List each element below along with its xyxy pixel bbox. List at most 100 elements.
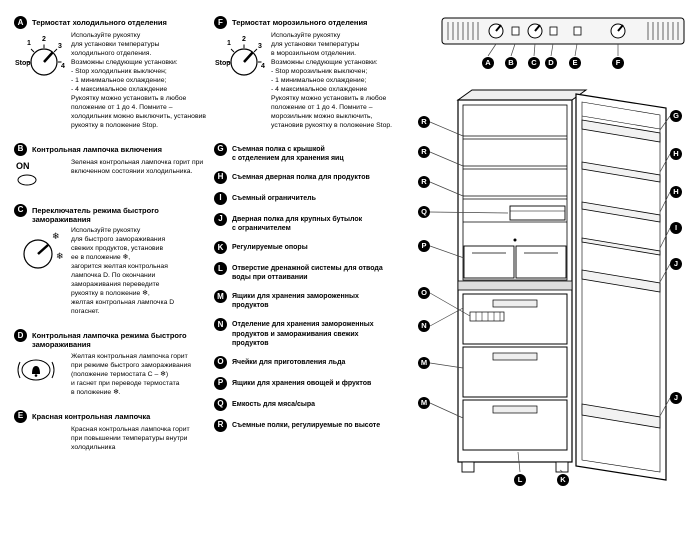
section-body-c: Используйте рукоятку для быстрого замора… (71, 227, 175, 316)
on-label: ON (16, 160, 30, 171)
middle-column: F Термостат морозильного отделения Stop … (214, 16, 406, 440)
part-item-q: Q Емкость для мяса/сыра (214, 397, 406, 411)
dial-1-label: 1 (227, 40, 231, 47)
panel-marker-f: F (612, 57, 624, 69)
section-badge-f: F (214, 16, 227, 29)
fridge-thermostat-dial-icon: Stop 1 2 3 4 (14, 32, 66, 131)
power-lamp-icon: ON (14, 159, 66, 192)
callout-marker-o: O (418, 287, 430, 299)
dial-stop-label: Stop (15, 60, 31, 67)
alarm-bell-icon (14, 353, 66, 398)
item-badge-l: L (214, 262, 227, 276)
section-fridge-thermostat: A Термостат холодильного отделения Stop … (14, 16, 206, 131)
panel-marker-d: D (545, 57, 557, 69)
callout-marker-l: L (514, 474, 526, 486)
dial-4-label: 4 (261, 63, 265, 70)
section-title-c: Переключатель режима быстрого заморажива… (32, 205, 159, 225)
item-text-m: Ящики для хранения замороженных продукто… (232, 293, 359, 310)
item-text-g: Съемная полка с крышкой с отделением для… (232, 145, 344, 162)
callout-marker-q: Q (418, 206, 430, 218)
item-text-k: Регулируемые опоры (232, 244, 308, 252)
section-body-d: Желтая контрольная лампочка горит при ре… (71, 352, 191, 396)
callout-marker-h1: H (670, 148, 682, 160)
dial-1-label: 1 (27, 40, 31, 47)
part-item-g: G Съемная полка с крышкой с отделением д… (214, 142, 406, 163)
part-item-p: P Ящики для хранения овощей и фруктов (214, 376, 406, 390)
section-badge-b: B (14, 142, 27, 156)
callout-marker-r2: R (418, 146, 430, 158)
dial-3-label: 3 (58, 43, 62, 50)
panel-marker-c: C (528, 57, 540, 69)
callout-marker-m2: M (418, 397, 430, 409)
dial-4-label: 4 (61, 63, 65, 70)
item-badge-n: N (214, 318, 227, 332)
item-text-n: Отделение для хранения замороженных прод… (232, 321, 374, 347)
section-body-b: Зеленая контрольная лампочка горит при в… (71, 158, 204, 175)
section-badge-d: D (14, 329, 27, 343)
item-badge-h: H (214, 170, 227, 184)
section-badge-c: C (14, 203, 27, 217)
dial-3-label: 3 (258, 43, 262, 50)
item-text-l: Отверстие дренажной системы для отвода в… (232, 265, 383, 282)
item-badge-q: Q (214, 397, 227, 411)
snowflake-icon: ❄ (56, 251, 64, 261)
item-badge-o: O (214, 355, 227, 369)
freezer-thermostat-dial-icon: Stop 1 2 3 4 (214, 32, 266, 131)
callout-marker-j2: J (670, 392, 682, 404)
item-badge-p: P (214, 376, 227, 390)
section-title-e: Красная контрольная лампочка (32, 411, 151, 421)
section-body-a: Используйте рукоятку для установки темпе… (71, 32, 206, 129)
section-title-f: Термостат морозильного отделения (232, 18, 368, 27)
callout-marker-g: G (670, 110, 682, 122)
callout-marker-h2: H (670, 186, 682, 198)
part-item-j: J Дверная полка для крупных бутылок с ог… (214, 212, 406, 233)
spacer (14, 426, 66, 453)
diagram-column: A B C D E F (410, 12, 696, 502)
section-body-f: Используйте рукоятку для установки темпе… (271, 32, 393, 129)
part-item-r: R Съемные полки, регулируемые по высоте (214, 418, 406, 432)
dial-stop-label: Stop (215, 60, 231, 67)
section-head: A Термостат холодильного отделения (14, 16, 206, 29)
fast-freeze-dial-icon: ❄ ❄ (14, 227, 66, 317)
part-item-k: K Регулируемые опоры (214, 241, 406, 255)
item-text-h: Съемная дверная полка для продуктов (232, 173, 370, 181)
section-title-b: Контрольная лампочка включения (32, 144, 163, 154)
callout-marker-p: P (418, 240, 430, 252)
item-badge-j: J (214, 212, 227, 226)
part-item-l: L Отверстие дренажной системы для отвода… (214, 262, 406, 282)
section-badge-a: A (14, 16, 27, 29)
item-text-p: Ящики для хранения овощей и фруктов (232, 379, 372, 387)
section-power-lamp: B Контрольная лампочка включения ON Зеле… (14, 142, 206, 192)
callout-marker-k: K (557, 474, 569, 486)
part-item-h: H Съемная дверная полка для продуктов (214, 170, 406, 184)
part-item-n: N Отделение для хранения замороженных пр… (214, 318, 406, 347)
callout-marker-m1: M (418, 357, 430, 369)
callout-marker-r3: R (418, 176, 430, 188)
section-red-lamp: E Красная контрольная лампочка Красная к… (14, 409, 206, 453)
section-freezer-thermostat: F Термостат морозильного отделения Stop … (214, 16, 406, 131)
fridge-drawing (429, 89, 671, 481)
snowflake-icon: ❄ (52, 231, 60, 241)
control-panel-diagram: A B C D E F (438, 12, 688, 74)
item-badge-i: I (214, 191, 227, 205)
item-badge-r: R (214, 418, 227, 432)
section-fast-freeze-lamp: D Контрольная лампочка режима быстрого з… (14, 329, 206, 398)
callout-marker-i: I (670, 222, 682, 234)
item-text-i: Съемный ограничитель (232, 194, 316, 202)
section-fast-freeze-switch: C Переключатель режима быстрого заморажи… (14, 203, 206, 317)
section-title-a: Термостат холодильного отделения (32, 18, 167, 27)
section-badge-e: E (14, 409, 27, 423)
control-panel-drawing (441, 17, 685, 57)
item-badge-g: G (214, 142, 227, 156)
item-text-j: Дверная полка для крупных бутылок с огра… (232, 215, 363, 232)
part-item-o: O Ячейки для приготовления льда (214, 355, 406, 369)
item-text-r: Съемные полки, регулируемые по высоте (232, 421, 381, 429)
callout-marker-j1: J (670, 258, 682, 270)
callout-marker-n: N (418, 320, 430, 332)
fridge-diagram: R R R Q P O N M M G H H I J J L K (410, 78, 690, 502)
item-text-o: Ячейки для приготовления льда (232, 358, 346, 366)
callout-marker-r1: R (418, 116, 430, 128)
panel-marker-a: A (482, 57, 494, 69)
part-item-i: I Съемный ограничитель (214, 191, 406, 205)
panel-marker-b: B (505, 57, 517, 69)
